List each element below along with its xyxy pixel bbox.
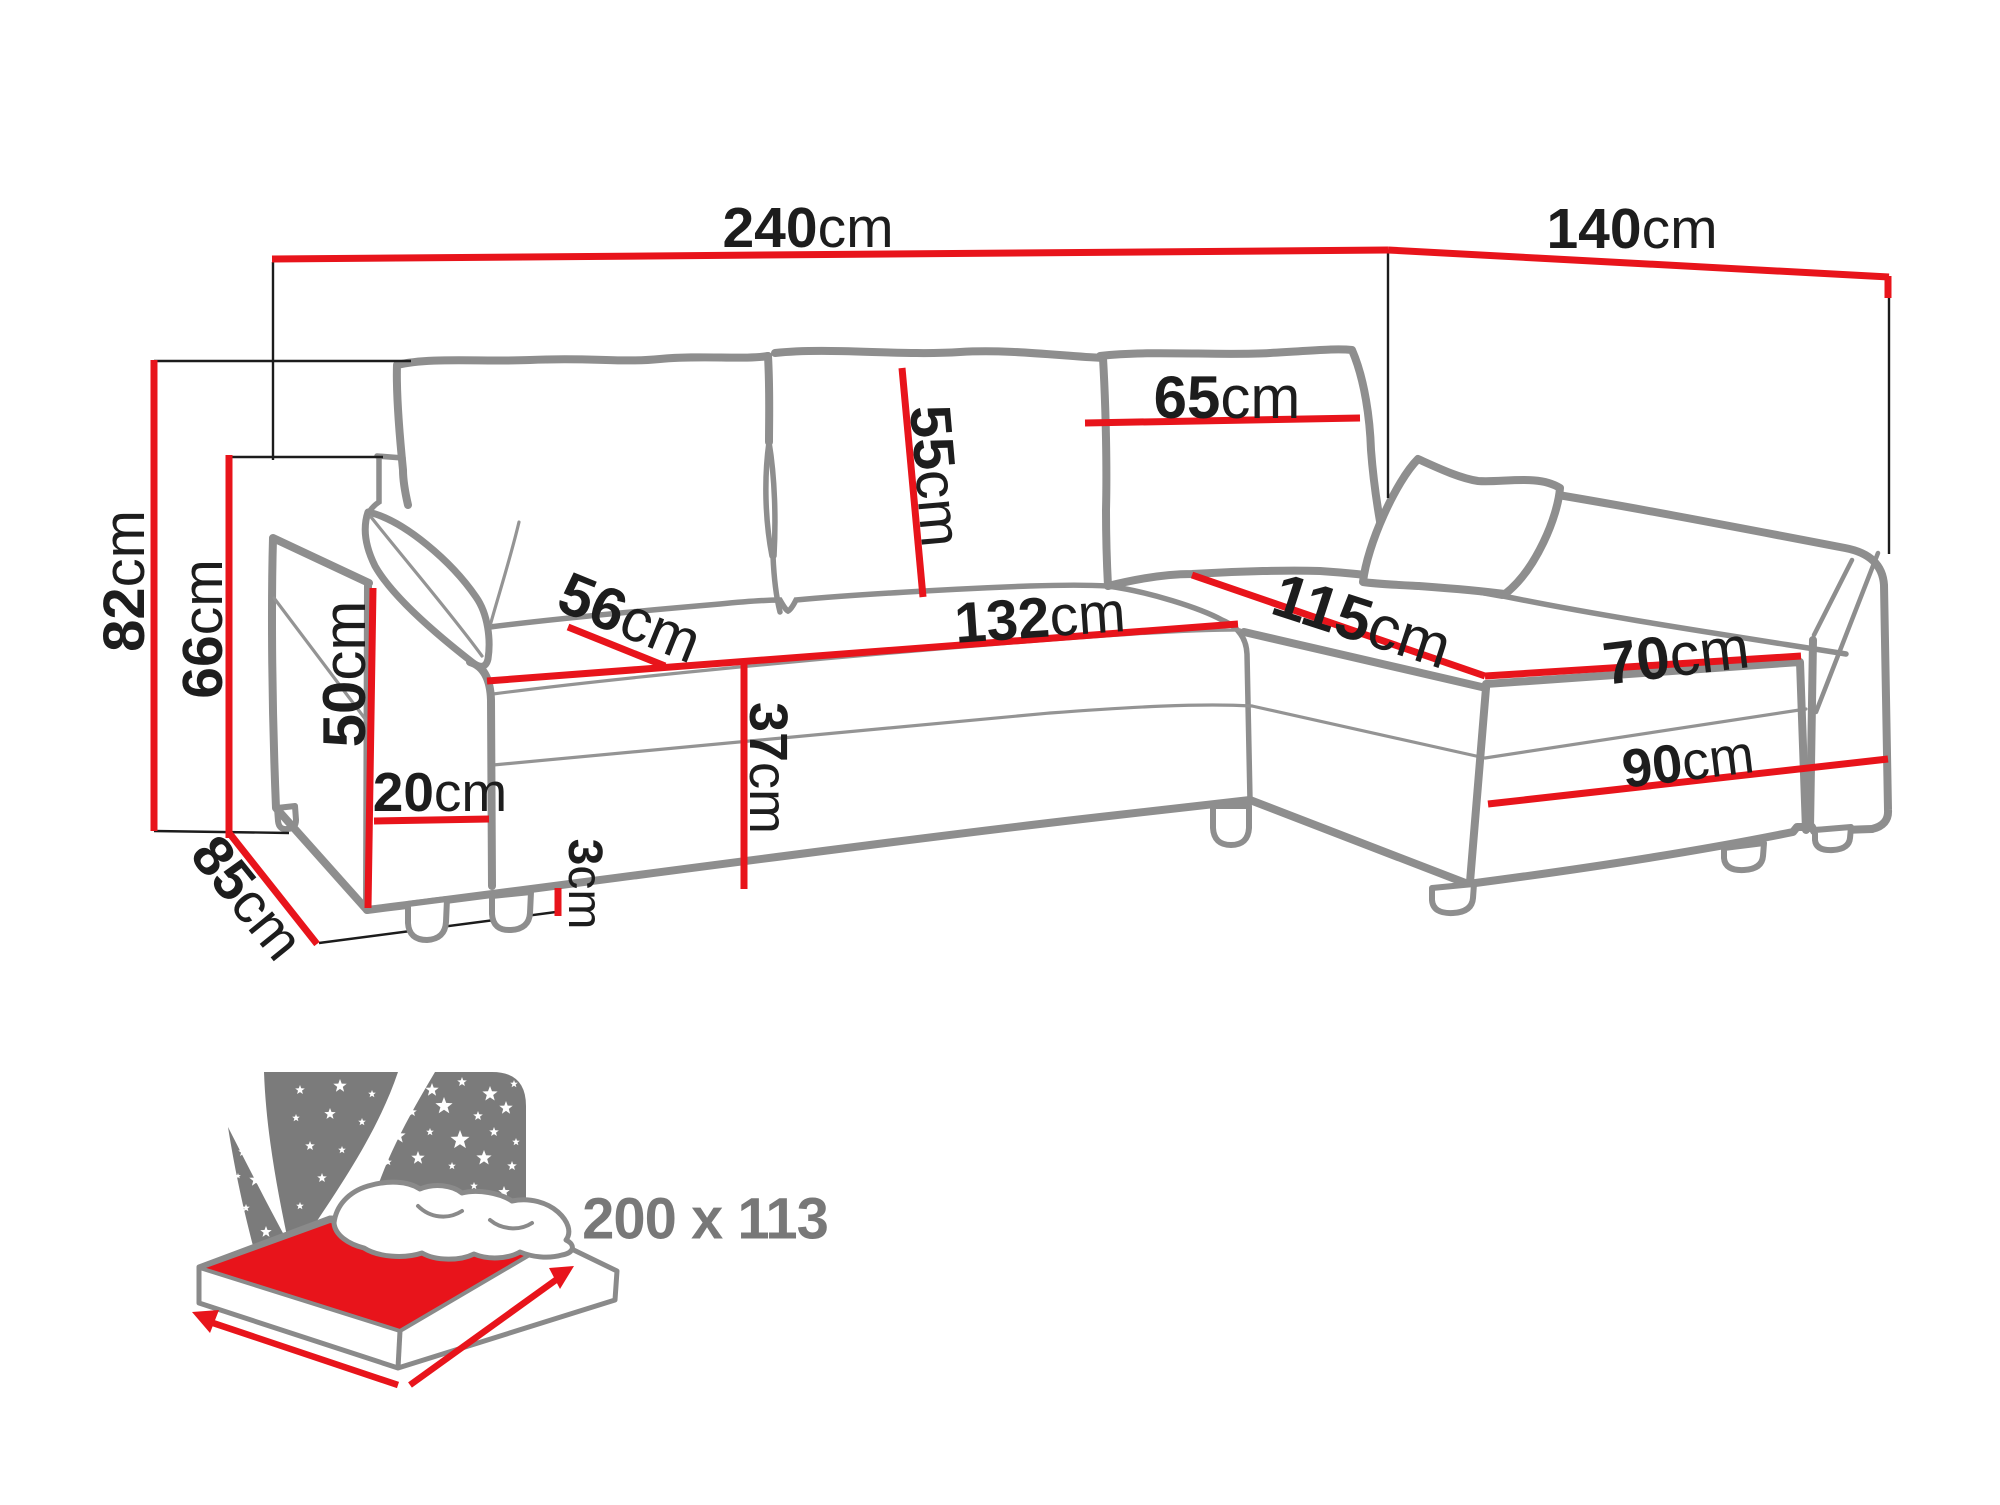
svg-text:132cm: 132cm [952,580,1127,656]
svg-text:55cm: 55cm [897,403,974,550]
svg-text:140cm: 140cm [1546,197,1717,261]
svg-text:3cm: 3cm [559,839,612,930]
svg-text:90cm: 90cm [1619,724,1757,800]
svg-text:50cm: 50cm [311,601,378,748]
svg-text:200 x 113: 200 x 113 [582,1187,828,1252]
svg-text:82cm: 82cm [92,510,157,652]
svg-text:65cm: 65cm [1154,364,1301,431]
svg-text:66cm: 66cm [171,559,235,698]
svg-text:70cm: 70cm [1599,613,1753,697]
svg-text:20cm: 20cm [373,761,508,823]
svg-text:37cm: 37cm [738,702,798,834]
svg-text:240cm: 240cm [722,196,893,260]
